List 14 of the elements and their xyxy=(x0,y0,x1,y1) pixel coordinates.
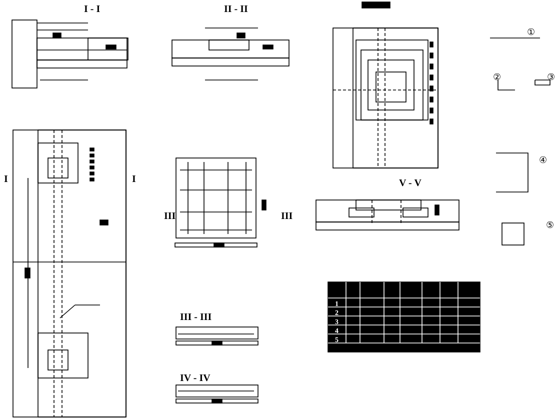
section-mark: III xyxy=(281,211,293,222)
section-title: III - III xyxy=(180,312,212,323)
section-title: V - V xyxy=(399,178,422,189)
callout-number: ⑤ xyxy=(546,220,554,231)
section-title: II - II xyxy=(224,4,248,15)
section-mark: III xyxy=(164,211,176,222)
callout-number: ③ xyxy=(547,72,555,83)
callout-number: ④ xyxy=(539,155,547,166)
section-title: I - I xyxy=(84,4,100,15)
callout-number: ② xyxy=(493,72,501,83)
callout-number: ① xyxy=(527,27,535,38)
section-mark: I xyxy=(4,174,8,185)
section-mark: I xyxy=(132,174,136,185)
section-title: IV - IV xyxy=(180,373,210,384)
